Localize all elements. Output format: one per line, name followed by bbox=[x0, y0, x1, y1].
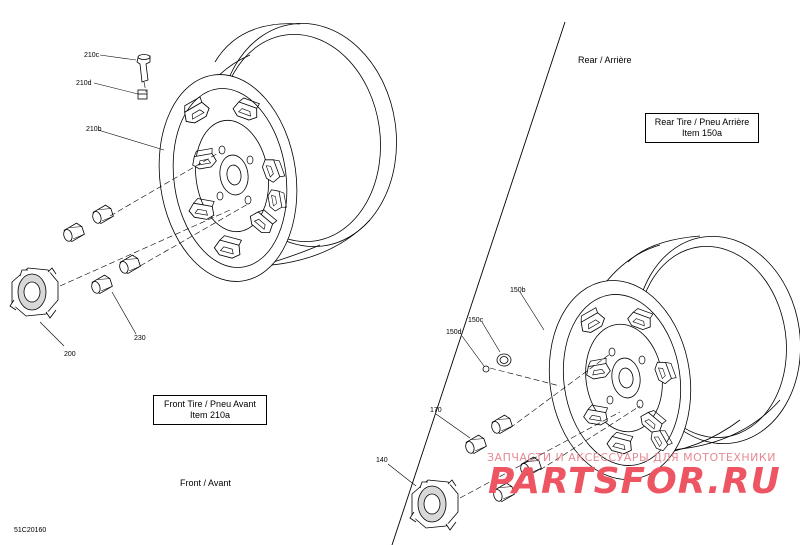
part-label-210c: 210c bbox=[84, 52, 100, 59]
front-hub-icon bbox=[9, 267, 59, 319]
front-wheel bbox=[158, 23, 397, 282]
rear-tire-title: Rear Tire / Pneu Arrière bbox=[654, 117, 750, 127]
drawing-code: 51C20160 bbox=[14, 527, 46, 534]
rear-tire-item: Item 150a bbox=[681, 128, 723, 138]
part-label-230: 230 bbox=[134, 335, 146, 342]
front-leader-lines bbox=[39, 54, 165, 347]
rear-valve-nut-icon bbox=[496, 353, 512, 367]
valve-nut-icon bbox=[137, 89, 148, 100]
part-label-200: 200 bbox=[64, 351, 76, 358]
part-label-140: 140 bbox=[376, 457, 388, 464]
front-tire-callout: Front Tire / Pneu Avant Item 210a bbox=[153, 395, 267, 425]
front-section-label: Front / Avant bbox=[180, 478, 231, 488]
valve-stem-icon bbox=[136, 54, 151, 83]
front-wheel-lug-holes bbox=[216, 145, 254, 205]
rear-tire-callout: Rear Tire / Pneu Arrière Item 150a bbox=[645, 113, 759, 143]
rear-section-label: Rear / Arrière bbox=[578, 55, 632, 65]
rear-wheel-lug-holes bbox=[606, 347, 646, 409]
part-label-150b: 150b bbox=[510, 287, 526, 294]
part-label-150c: 150c bbox=[468, 317, 484, 324]
part-label-210b: 210b bbox=[86, 126, 102, 133]
section-divider bbox=[391, 21, 566, 545]
rear-leader-lines bbox=[387, 291, 545, 487]
part-label-150d: 150d bbox=[446, 329, 462, 336]
front-lug-nuts bbox=[60, 203, 142, 296]
watermark-logo: PARTSFOR.RU bbox=[488, 461, 781, 502]
front-tire-item: Item 210a bbox=[189, 410, 231, 420]
rear-assembly-lines bbox=[459, 353, 641, 499]
rear-hub-icon bbox=[409, 479, 459, 531]
part-label-170: 170 bbox=[430, 407, 442, 414]
front-tire-title: Front Tire / Pneu Avant bbox=[164, 399, 256, 409]
front-assembly-lines bbox=[59, 81, 249, 287]
watermark-tagline: ЗАПЧАСТИ И АКСЕССУАРЫ ДЛЯ МОТОТЕХНИКИ bbox=[487, 451, 776, 464]
part-label-210d: 210d bbox=[76, 80, 92, 87]
rear-wheel bbox=[548, 235, 800, 480]
rear-valve-cap-icon bbox=[482, 365, 490, 373]
